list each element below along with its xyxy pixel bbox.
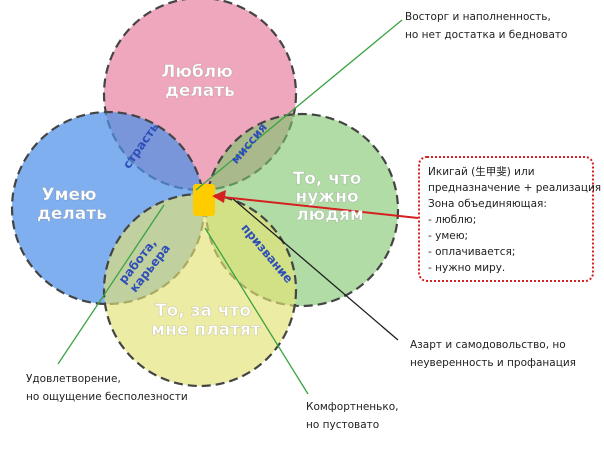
ikigai-definition-box: Икигай (生甲斐) или предназначение + реализ… <box>418 156 602 282</box>
note-bottom: Комфортненько, но пустовато <box>306 401 402 431</box>
note-top: Восторг и наполненность, но нет достатка… <box>405 11 567 41</box>
pointer-line-bottom <box>204 227 309 395</box>
ikigai-box-line: - люблю; <box>428 214 477 226</box>
pointer-line-left <box>57 204 165 365</box>
ikigai-arrow <box>221 196 419 219</box>
label-skill: Умею делать <box>37 185 107 224</box>
ikigai-box-line: Зона объединяющая: <box>428 198 547 210</box>
label-love: Люблю делать <box>161 62 238 101</box>
pointer-line-right <box>231 197 399 341</box>
ikigai-box-line: - умею; <box>428 230 469 242</box>
ikigai-box-line: - оплачивается; <box>428 246 516 258</box>
pointer-line-top <box>195 19 403 191</box>
label-need: То, что нужно людям <box>293 169 368 225</box>
label-paid: То, за что мне платят <box>151 301 261 340</box>
ikigai-center-zone <box>193 184 215 216</box>
note-right: Азарт и самодовольство, но неуверенность… <box>410 339 576 369</box>
ikigai-box-line: - нужно миру. <box>428 262 506 274</box>
ikigai-box-line: предназначение + реализация <box>428 182 602 194</box>
ikigai-arrow-head <box>212 190 226 203</box>
ikigai-box-line: Икигай (生甲斐) или <box>428 166 535 178</box>
note-left: Удовлетворение, но ощущение бесполезност… <box>26 373 188 403</box>
